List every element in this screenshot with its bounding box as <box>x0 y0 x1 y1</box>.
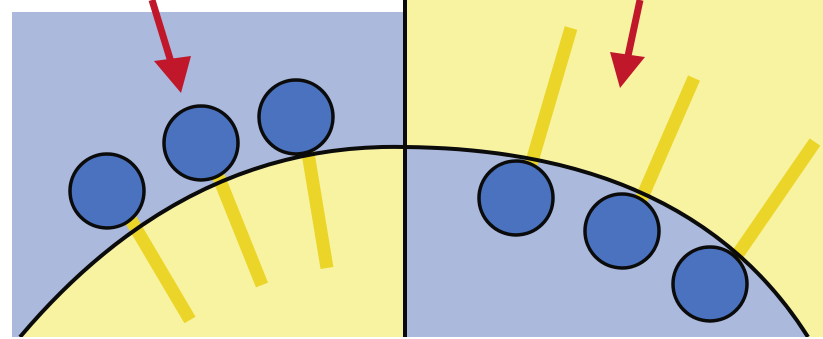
right-particle-3 <box>673 247 747 321</box>
left-particle-2 <box>164 106 238 180</box>
right-panel <box>405 0 823 337</box>
right-particle-1 <box>479 161 553 235</box>
right-particle-2 <box>585 194 659 268</box>
left-particle-3 <box>259 80 333 154</box>
left-particle-1 <box>70 154 144 228</box>
